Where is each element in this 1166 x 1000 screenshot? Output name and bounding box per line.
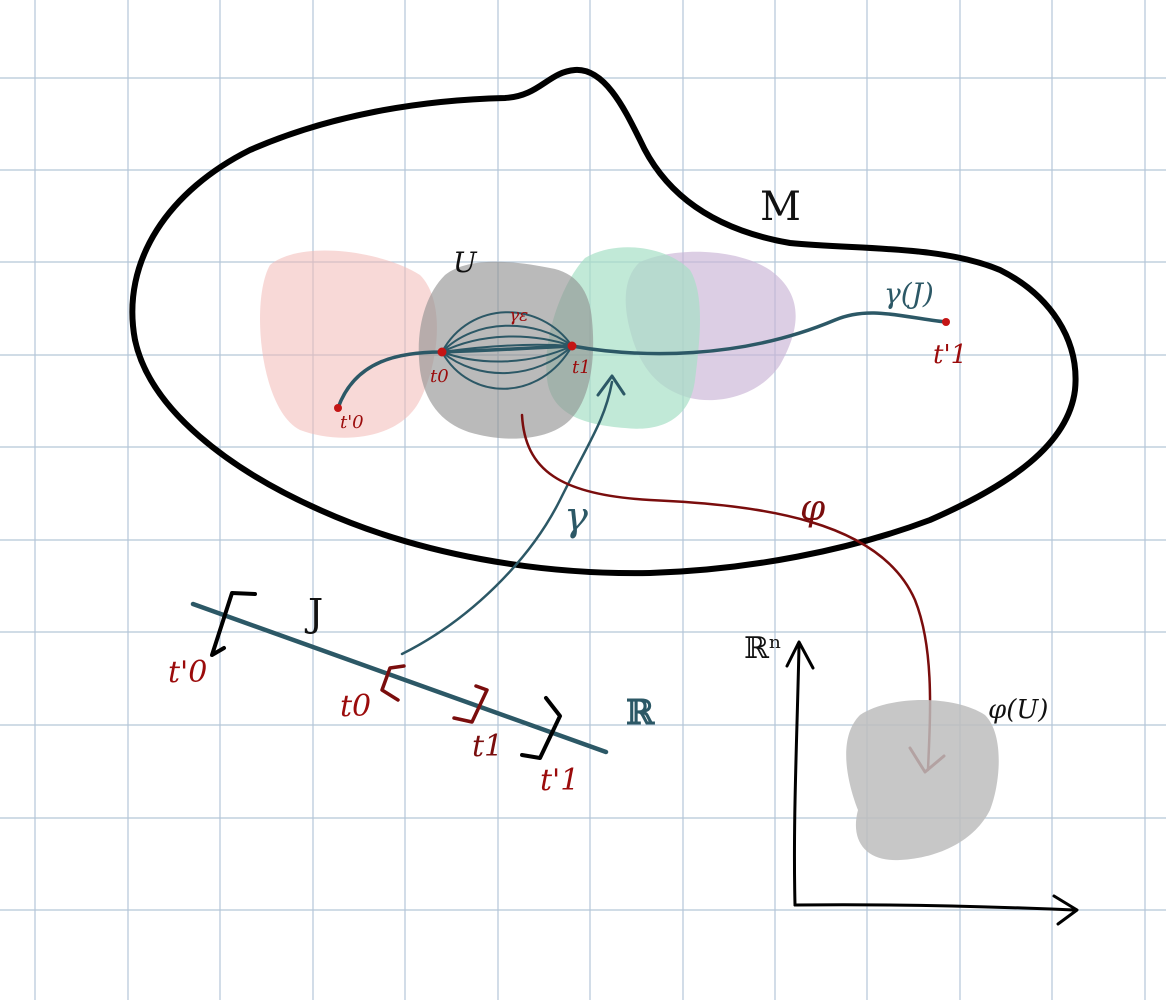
- curve-gamma-J: [336, 311, 948, 410]
- label-t0-on-M: t0: [430, 366, 449, 387]
- point-t0-on-M: [437, 347, 447, 357]
- real-line: [190, 601, 609, 755]
- label-reals: ℝ: [626, 693, 655, 733]
- label-t0-prime-on-M: t'0: [340, 412, 364, 433]
- rn-horizontal-arrowhead: [1052, 894, 1079, 926]
- rn-horizontal-axis: [793, 903, 1076, 912]
- bracket-close-t1-prime: [520, 696, 562, 760]
- label-euclidean-space: ℝⁿ: [744, 631, 782, 666]
- gamma-map-arrow: [400, 380, 614, 656]
- label-t0-on-line: t0: [340, 689, 371, 724]
- label-t1-on-M: t1: [572, 357, 591, 378]
- label-curve-image: γ(J): [884, 277, 934, 310]
- manifold-M-outline: [129, 67, 1079, 577]
- label-curve-family: γε: [509, 306, 528, 326]
- phi-map-arrow: [520, 413, 932, 772]
- label-interval-J: J: [304, 591, 323, 635]
- chart-image-phi-U-blob: [846, 700, 999, 861]
- label-t1-on-line: t1: [472, 729, 503, 764]
- label-gamma-map: γ: [564, 494, 588, 540]
- label-phi-map: φ: [800, 488, 826, 529]
- point-t1-prime-on-M: [942, 318, 950, 326]
- bracket-open-t0: [380, 664, 406, 702]
- label-t1-prime-on-M: t'1: [933, 340, 967, 370]
- label-t0-prime-on-line: t'0: [168, 655, 207, 690]
- bracket-close-t1: [452, 684, 489, 724]
- label-manifold-M: M: [760, 184, 801, 230]
- bracket-open-t0-prime: [210, 591, 257, 657]
- label-t1-prime-on-line: t'1: [540, 763, 579, 798]
- arrow-up-icon: [596, 374, 626, 397]
- chart-blob-pink: [260, 250, 437, 438]
- rn-vertical-arrowhead: [785, 640, 815, 670]
- label-chart-domain-U: U: [453, 246, 478, 279]
- point-t1-on-M: [567, 341, 577, 351]
- point-t0-prime-on-M: [334, 404, 342, 412]
- rn-vertical-axis: [792, 644, 801, 907]
- label-chart-image: φ(U): [988, 695, 1048, 725]
